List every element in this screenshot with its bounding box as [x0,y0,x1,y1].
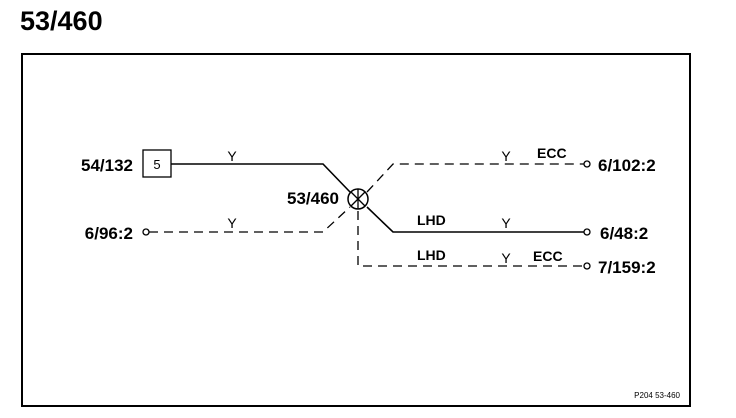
wire-4-color: Y [501,215,511,231]
wire-6-96-2-to-splice [149,206,351,233]
wire-4-tag: LHD [417,212,446,228]
wire-splice-to-7-159-2 [357,211,584,267]
splice-53-460-symbol [347,188,369,210]
connector-54-132-label: 54/132 [81,156,133,175]
wire-splice-to-6-102-2 [366,163,584,193]
wire-5-color: Y [501,250,511,266]
wire-splice-to-6-48-2 [366,206,584,233]
connector-54-132-pin: 5 [153,157,160,172]
wire-5-tag: LHD [417,247,446,263]
wire-2-color: Y [227,215,237,231]
connector-7-159-2-label: 7/159:2 [598,258,656,277]
diagram-frame [21,53,691,407]
wire-3-color: Y [501,148,511,164]
connector-6-96-2-label: 6/96:2 [85,224,133,243]
splice-label: 53/460 [287,189,339,208]
connector-6-102-2-terminal [583,160,591,168]
wire-3-tag: ECC [537,145,567,161]
connector-6-48-2-label: 6/48:2 [600,224,648,243]
connector-6-48-2-terminal [583,228,591,236]
connector-54-132-box [142,149,172,178]
page-title: 53/460 [20,6,103,36]
connector-7-159-2-terminal [583,262,591,270]
diagram-reference: P204 53-460 [634,391,680,400]
connector-6-102-2-label: 6/102:2 [598,156,656,175]
wire-5-tag2: ECC [533,248,563,264]
wire-1-color: Y [227,148,237,164]
wire-54-132-to-splice [171,163,351,193]
connector-6-96-2-terminal [142,228,150,236]
